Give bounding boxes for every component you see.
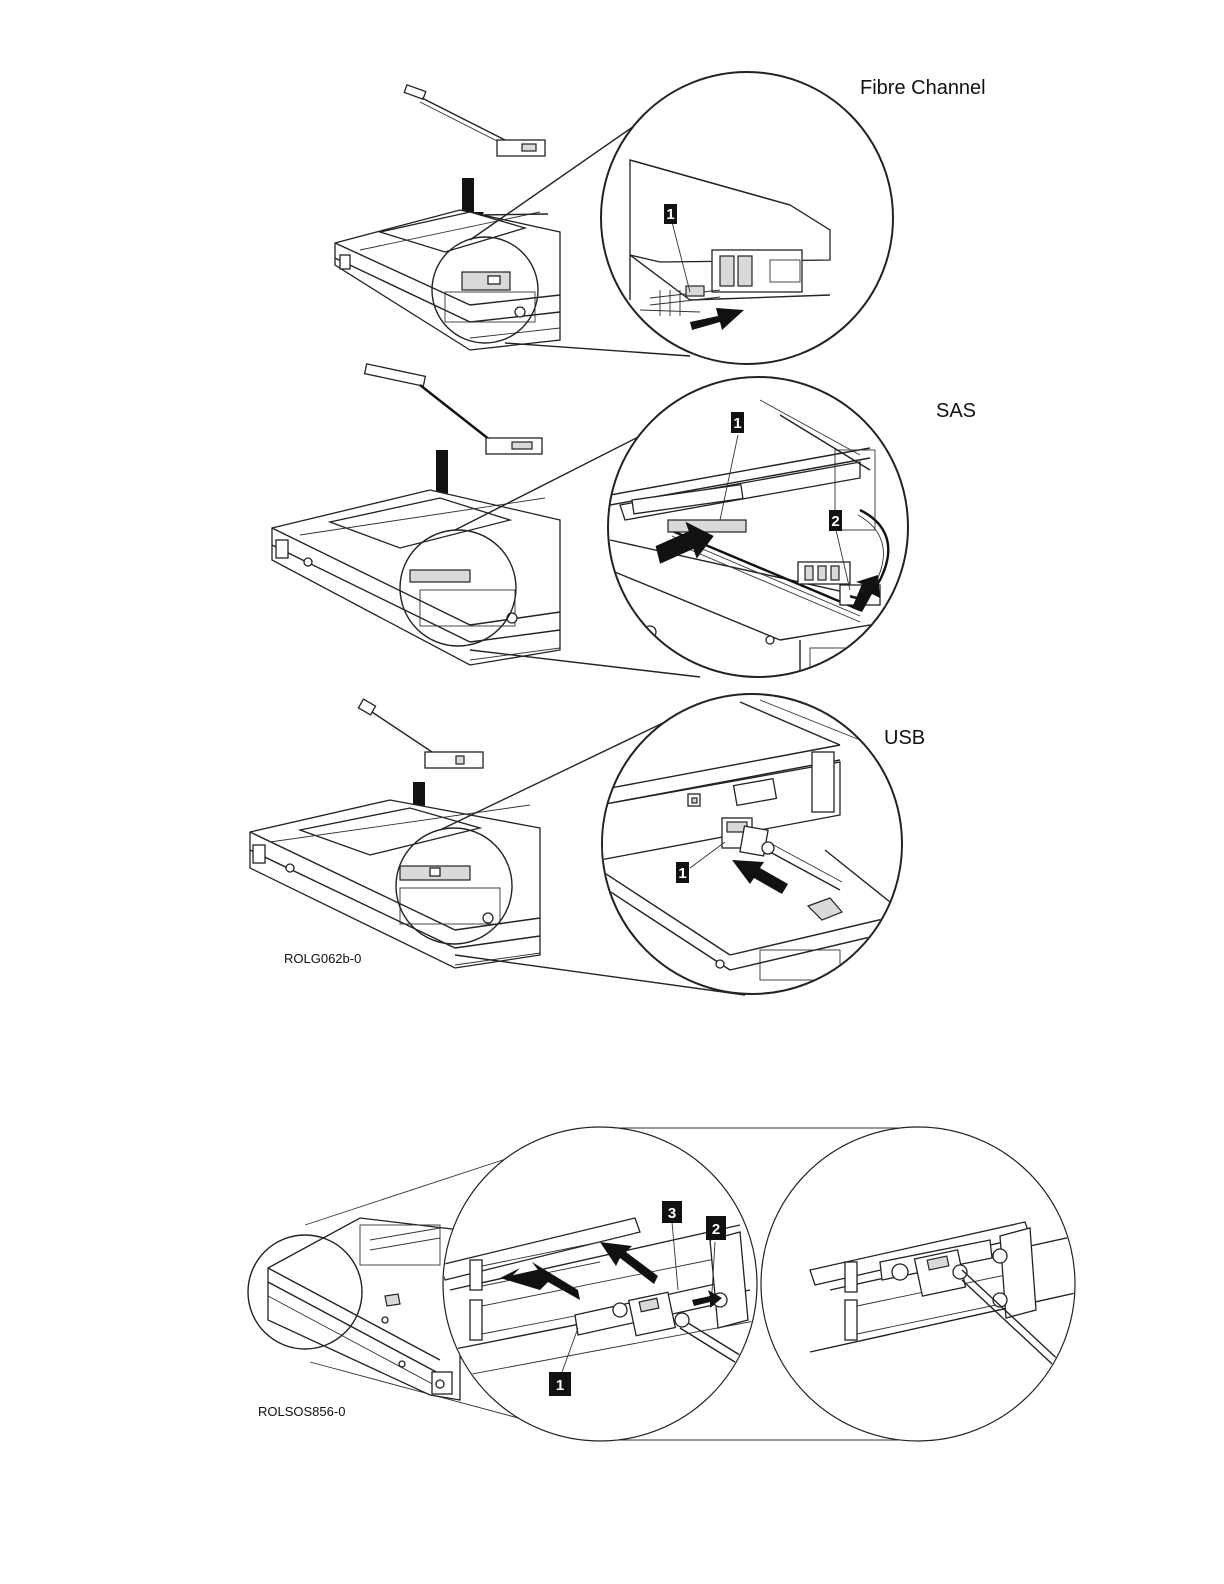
svg-text:3: 3 bbox=[668, 1205, 676, 1222]
fibre-cable-illustration bbox=[404, 85, 545, 156]
usb-cable-illustration bbox=[358, 699, 483, 768]
server-drawer-illustration bbox=[272, 490, 560, 665]
section-title-fibre-channel: Fibre Channel bbox=[860, 77, 986, 99]
callout-badge: 2 bbox=[829, 510, 842, 531]
section-title-sas: SAS bbox=[936, 400, 976, 422]
callout-badge: 1 bbox=[731, 412, 744, 433]
svg-text:1: 1 bbox=[556, 1377, 564, 1394]
bracket-zoom-view-after bbox=[761, 1127, 1080, 1441]
usb-panel: 1 USB bbox=[250, 694, 925, 995]
server-drawer-illustration bbox=[250, 800, 540, 968]
server-drawer-illustration bbox=[335, 210, 560, 350]
sas-zoom-view bbox=[608, 377, 908, 680]
sas-cable-illustration bbox=[365, 364, 542, 454]
figure-id-top: ROLG062b-0 bbox=[284, 951, 361, 966]
server-drawer-illustration bbox=[268, 1218, 460, 1400]
bracket-install-figure: 3 2 1 bbox=[248, 1127, 1080, 1441]
svg-text:1: 1 bbox=[678, 865, 686, 882]
sas-panel: 1 2 SAS bbox=[272, 364, 976, 680]
bracket-zoom-view-before bbox=[440, 1127, 780, 1441]
callout-badge: 2 bbox=[706, 1216, 726, 1240]
svg-text:2: 2 bbox=[831, 513, 839, 530]
svg-text:2: 2 bbox=[712, 1221, 720, 1238]
callout-badge: 1 bbox=[676, 862, 689, 883]
zoom-line bbox=[505, 343, 690, 356]
svg-text:1: 1 bbox=[666, 206, 674, 223]
figure-id-bottom: ROLSOS856-0 bbox=[258, 1404, 345, 1419]
callout-badge: 1 bbox=[549, 1372, 571, 1396]
callout-badge: 3 bbox=[662, 1201, 682, 1223]
zoom-line bbox=[470, 650, 700, 677]
fibre-channel-panel: 1 Fibre Channel bbox=[335, 72, 986, 364]
usb-zoom-view bbox=[600, 694, 902, 994]
svg-text:1: 1 bbox=[733, 415, 741, 432]
fibre-zoom-view bbox=[601, 72, 893, 364]
callout-badge: 1 bbox=[664, 204, 677, 224]
section-title-usb: USB bbox=[884, 727, 925, 749]
